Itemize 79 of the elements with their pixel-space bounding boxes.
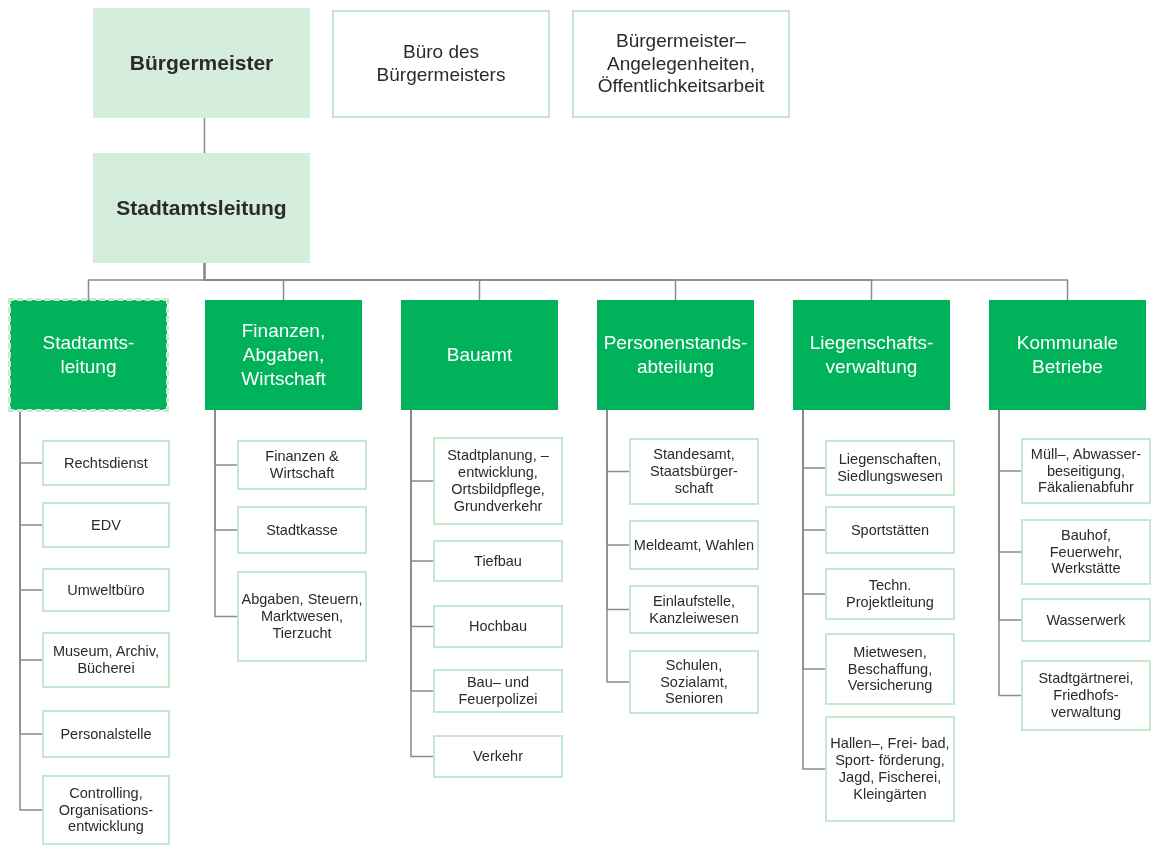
box-label: Finanzen, Abgaben, Wirtschaft (240, 319, 327, 391)
box-label: Personenstands- abteilung (602, 331, 749, 379)
box-label: Bauamt (446, 343, 513, 367)
box-label: Museum, Archiv, Bücherei (51, 643, 161, 677)
box-label: Standesamt, Staatsbürger- schaft (649, 446, 739, 497)
box-label: Techn. Projektleitung (845, 577, 935, 611)
title-box (93, 153, 310, 263)
box-label: Tiefbau (474, 552, 522, 570)
box-label: Stadtamtsleitung (116, 196, 287, 220)
connector-line (606, 409, 630, 683)
connector-line (214, 409, 238, 618)
unit-box (237, 571, 367, 662)
box-label: Kommunale Betriebe (1015, 331, 1120, 379)
unit-box (42, 568, 170, 612)
unit-box (433, 605, 563, 648)
box-label: Mietwesen, Beschaffung, Versicherung (846, 643, 934, 695)
connector-line (203, 262, 1069, 301)
box-label: Abgaben, Steuern, Marktwesen, Tierzucht (241, 591, 363, 642)
department-box (989, 300, 1146, 410)
box-label: Controlling, Organisations- entwicklung (57, 784, 155, 836)
box-label: Finanzen & Wirtschaft (264, 448, 340, 482)
unit-box (1021, 519, 1151, 585)
unit-box (825, 568, 955, 620)
unit-box (825, 716, 955, 822)
box-label: Hallen–, Frei- bad, Sport- förderung, Jagd, Fischerei, Kleingärten (829, 735, 951, 803)
unit-box (825, 633, 955, 705)
unit-box (42, 502, 170, 548)
box-label: Stadtplanung, –entwicklung, Ortsbildpflege, Grundverkehr (446, 447, 550, 515)
unit-box (42, 440, 170, 486)
unit-box (433, 669, 563, 713)
box-label: Meldeamt, Wahlen (633, 536, 755, 554)
box-label: Bau– und Feuerpolizei (457, 674, 539, 708)
box-label: Büro des Bürgermeisters (375, 41, 507, 87)
unit-box (1021, 438, 1151, 504)
department-box (793, 300, 950, 410)
box-label: Bürgermeister (129, 51, 274, 75)
unit-box (237, 440, 367, 490)
unit-box (42, 710, 170, 758)
unit-box (825, 506, 955, 554)
box-label: Stadtgärtnerei, Friedhofs- verwaltung (1037, 670, 1135, 721)
unit-box (433, 540, 563, 582)
box-label: Bauhof, Feuerwehr, Werkstätte (1048, 526, 1124, 578)
connector-line (203, 117, 206, 154)
box-label: Bürgermeister– Angelegenheiten, Öffentlichkeitsarbeit (596, 29, 766, 99)
box-label: Liegenschaften, Siedlungswesen (836, 451, 944, 485)
department-box (597, 300, 754, 410)
department-box (10, 300, 167, 410)
box-label: Stadtkasse (266, 521, 338, 539)
unit-box (1021, 598, 1151, 642)
unit-box (433, 735, 563, 778)
box-label: EDV (91, 516, 121, 534)
box-label: Personalstelle (60, 725, 152, 743)
box-label: Liegenschafts- verwaltung (808, 331, 935, 379)
box-label: Sportstätten (850, 521, 930, 539)
unit-box (237, 506, 367, 554)
department-box (205, 300, 362, 410)
department-box (401, 300, 558, 410)
unit-box (1021, 660, 1151, 731)
connector-line (998, 409, 1022, 697)
box-label: Wasserwerk (1046, 611, 1126, 629)
box-label: Rechtsdienst (64, 454, 148, 472)
office-box (572, 10, 790, 118)
unit-box (825, 440, 955, 496)
unit-box (433, 437, 563, 525)
unit-box (629, 585, 759, 634)
box-label: Umweltbüro (67, 581, 145, 599)
box-label: Stadtamts- leitung (41, 331, 136, 379)
unit-box (629, 438, 759, 505)
unit-box (42, 632, 170, 688)
box-label: Hochbau (468, 618, 527, 635)
box-label: Einlaufstelle, Kanzleiwesen (648, 592, 740, 627)
office-box (332, 10, 550, 118)
unit-box (42, 775, 170, 845)
unit-box (629, 650, 759, 714)
box-label: Verkehr (473, 748, 523, 765)
box-label: Schulen, Sozialamt, Senioren (659, 656, 729, 708)
unit-box (629, 520, 759, 570)
title-box (93, 8, 310, 118)
box-label: Müll–, Abwasser- beseitigung, Fäkalienabfuhr (1029, 445, 1143, 497)
